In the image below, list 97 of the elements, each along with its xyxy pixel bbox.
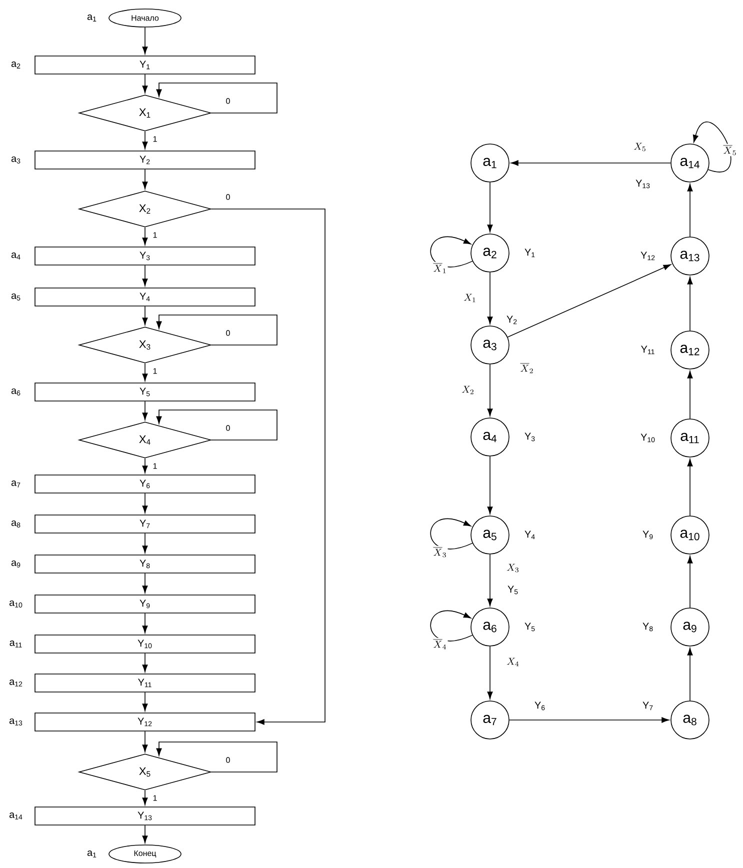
state-label: a$_{11}$ [10, 640, 22, 648]
arrow [156, 314, 278, 346]
state-label: a$_{3}$ [11, 156, 20, 164]
arrow [687, 370, 693, 419]
process-box: Y$_{1}$ [34, 56, 256, 74]
state-label: a$_{1}$ [87, 14, 96, 22]
state-label: Y$_{4}$ [524, 530, 535, 540]
arrow [487, 554, 493, 606]
arrow [687, 276, 693, 331]
state-label: Y$_{9}$ [642, 530, 653, 540]
arrow [142, 131, 148, 150]
arrow [211, 208, 326, 725]
arrow [687, 458, 693, 516]
process-box: Y$_{6}$ [34, 474, 256, 494]
arrow [142, 493, 148, 514]
process-box: Y$_{7}$ [34, 514, 256, 534]
state-label: Y$_{10}$ [640, 434, 655, 442]
process-box: Y$_{13}$ [34, 806, 256, 826]
process-box: Y$_{5}$ [34, 382, 256, 402]
state-label: Y$_{13}$ [636, 180, 650, 188]
state-label: Y$_{11}$ [641, 346, 654, 354]
edge-label: $\overline{X}_{1}$ [432, 262, 448, 274]
arrow [487, 456, 493, 514]
state-label: a$_{9}$ [11, 560, 20, 568]
arrow [687, 184, 693, 237]
state-label: Y$_{8}$ [642, 622, 653, 632]
state-label: Y$_{1}$ [524, 248, 535, 258]
arrow [510, 160, 671, 166]
arrow [142, 227, 148, 246]
arrow [142, 169, 148, 190]
state-label: a$_{13}$ [10, 718, 22, 726]
arrow [142, 458, 148, 474]
state-label: Y$_{12}$ [640, 252, 655, 260]
state-label: Y$_{2}$ [506, 316, 517, 324]
state-label: Y$_{6}$ [534, 702, 545, 710]
edge-label: $X_{1}$ [462, 292, 478, 304]
state-label: a$_{1}$ [87, 850, 96, 858]
arrow [142, 27, 148, 54]
state-label: a$_{2}$ [11, 62, 20, 68]
arrow [156, 82, 278, 114]
state-label: a$_{8}$ [11, 520, 20, 528]
terminal-oval: Конец [108, 844, 182, 864]
arrow [509, 717, 670, 723]
arrow [142, 653, 148, 672]
arrow [487, 182, 493, 232]
arrow [430, 518, 473, 550]
edge-label: $X_{3}$ [506, 562, 520, 574]
arrow [156, 410, 278, 440]
arrow [507, 264, 671, 338]
edge-label: $\overline{X}_{4}$ [432, 638, 448, 650]
process-box: Y$_{9}$ [34, 594, 256, 614]
arrow [692, 122, 732, 172]
arrow [487, 646, 493, 700]
state-label: a$_{10}$ [10, 600, 22, 608]
arrow [142, 790, 148, 806]
process-box: Y$_{2}$ [34, 150, 256, 170]
state-label: a$_{7}$ [11, 480, 20, 488]
arrow [142, 363, 148, 382]
arrow [687, 648, 693, 701]
arrow [142, 401, 148, 420]
edge-label: $\overline{X}_{2}$ [519, 362, 535, 374]
arrow [142, 613, 148, 634]
arrow [142, 306, 148, 326]
state-label: a$_{6}$ [11, 388, 20, 396]
edge-label: $\overline{X}_{3}$ [432, 546, 448, 558]
output-label: Y$_{5}$ [508, 586, 518, 594]
arrow [430, 610, 473, 642]
arrow [142, 825, 148, 844]
state-label: a$_{5}$ [11, 294, 20, 300]
state-label: Y$_{7}$ [642, 702, 653, 710]
arrow [487, 272, 493, 324]
terminal-oval: Начало [108, 8, 182, 28]
edge-label: $X_{2}$ [460, 384, 476, 396]
process-box: Y$_{10}$ [34, 634, 256, 654]
edge-label: $\overline{X}_{5}$ [722, 144, 738, 156]
arrow [487, 364, 493, 416]
arrow [142, 573, 148, 594]
process-box: Y$_{8}$ [34, 554, 256, 574]
state-label: a$_{14}$ [10, 812, 22, 820]
arrow [142, 731, 148, 752]
process-box: Y$_{11}$ [34, 674, 256, 692]
arrow [142, 265, 148, 286]
state-label: a$_{4}$ [11, 252, 20, 260]
arrow [142, 533, 148, 554]
state-label: Y$_{3}$ [524, 432, 535, 442]
state-label: a$_{12}$ [10, 680, 22, 686]
arrow [142, 74, 148, 94]
process-box: Y$_{3}$ [34, 246, 256, 266]
process-box: Y$_{4}$ [34, 288, 256, 306]
edge-label: $X_{5}$ [632, 142, 648, 152]
arrow [156, 742, 278, 772]
arrow [430, 236, 473, 268]
process-box: Y$_{12}$ [34, 712, 256, 732]
arrow [142, 692, 148, 712]
edge-label: $X_{4}$ [506, 656, 520, 668]
state-label: Y$_{5}$ [524, 622, 535, 632]
arrow [687, 556, 693, 608]
